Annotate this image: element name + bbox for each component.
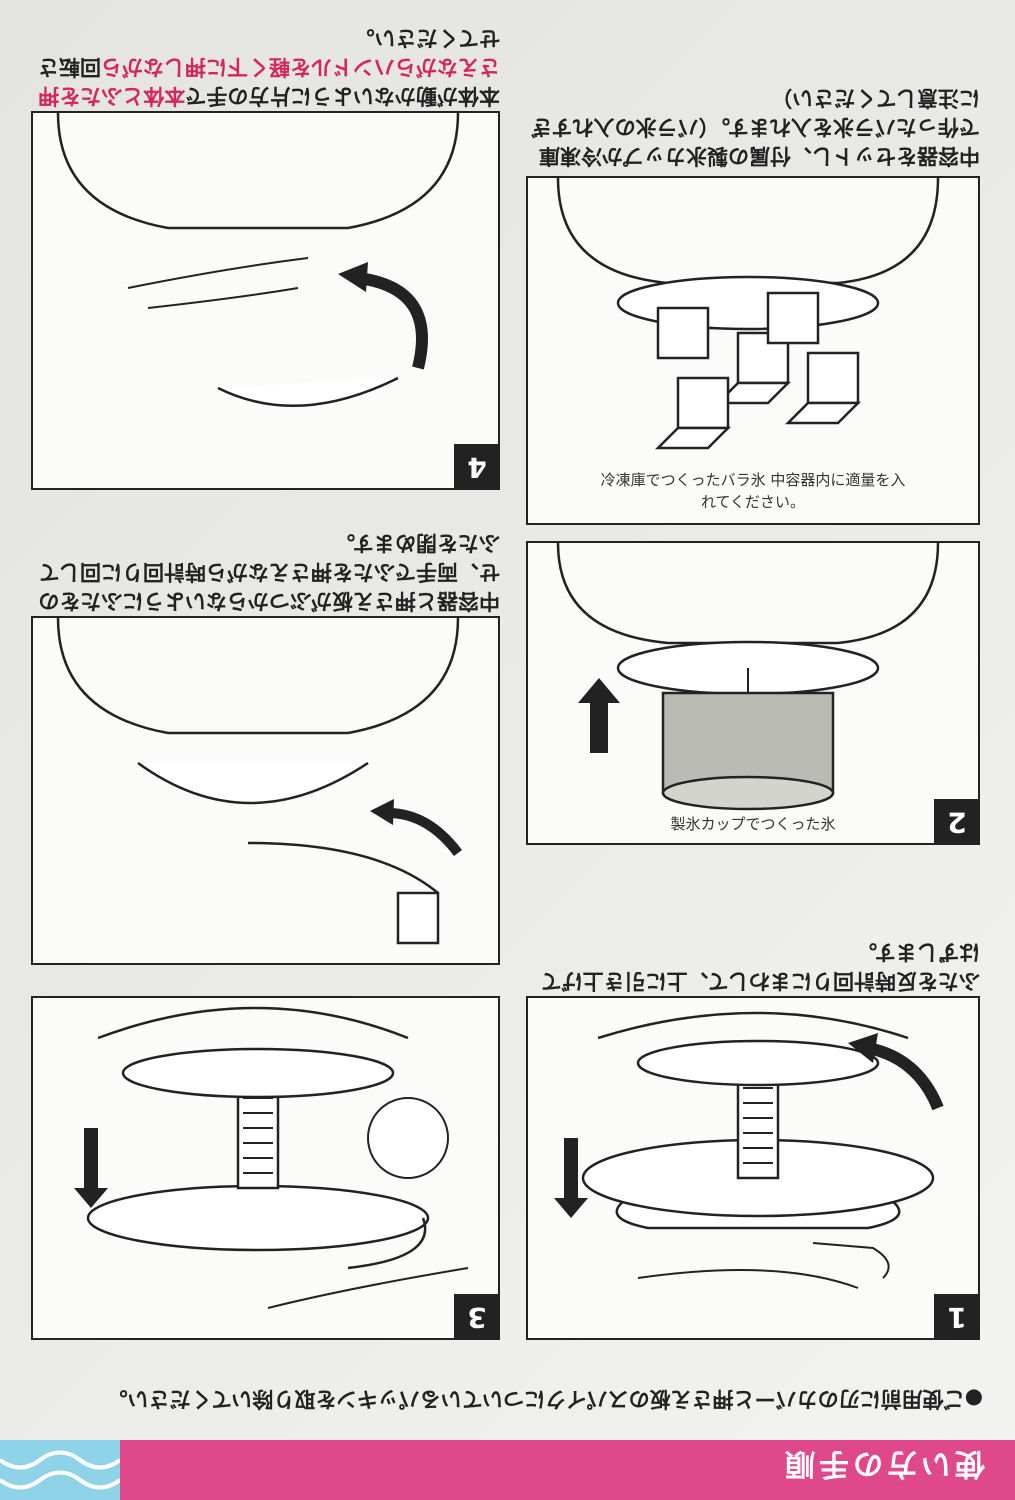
turning-handle-illustration <box>56 113 460 408</box>
step-1-panel: 1 ふたを反時計回りにまわして、上に引き上げてはずします。 <box>526 996 980 1340</box>
step-3-panel: 3 <box>31 996 500 1340</box>
title-band: 使い方の手順 <box>0 1440 1015 1500</box>
ice-shaver-lid-illustration <box>554 1011 944 1289</box>
closing-lid-illustration <box>56 618 462 945</box>
ice-cubes-illustration <box>556 178 940 450</box>
step-2-panel: 2 製氷カップでつくった氷 <box>526 541 980 845</box>
step-4-panel: 4 <box>31 111 500 490</box>
step-2-caption-text: 中容器をセットし、付属の製氷カップか冷凍庫で作ったバラ氷を入れます。（バラ氷の入… <box>530 86 980 168</box>
step-2-note: 製氷カップでつくった氷 <box>670 815 836 833</box>
step-2b-note: 冷凍庫でつくったバラ氷 中容器内に適量を入れてください。 <box>600 471 906 511</box>
wave-decoration <box>0 1440 120 1500</box>
step-1-caption-text: ふたを反時計回りにまわして、上に引き上げてはずします。 <box>540 940 980 993</box>
ice-cup-illustration <box>556 543 940 811</box>
step-4-caption: 本体が動かないように片方の手で本体とふたを押さえながらハンドルを軽く下に押しなが… <box>35 23 500 110</box>
step-3-caption: 中容器と押さえ板がぶつからないようにふたをのせ、両手でふたを押さえながら時計回り… <box>38 531 500 613</box>
step-2b-panel: 冷凍庫でつくったバラ氷 中容器内に適量を入れてください。 <box>526 176 980 525</box>
step-4-caption-normal: 本体が動かないように片方の手で <box>185 84 500 108</box>
intro-note: ●ご使用前に刃のカバーと押さえ板のスパイクについているパッキンを取り除いてくださ… <box>106 1387 983 1411</box>
step-3b-panel <box>31 616 500 965</box>
ice-shaver-lift-illustration <box>74 1006 469 1309</box>
page-title: 使い方の手順 <box>781 1446 985 1481</box>
